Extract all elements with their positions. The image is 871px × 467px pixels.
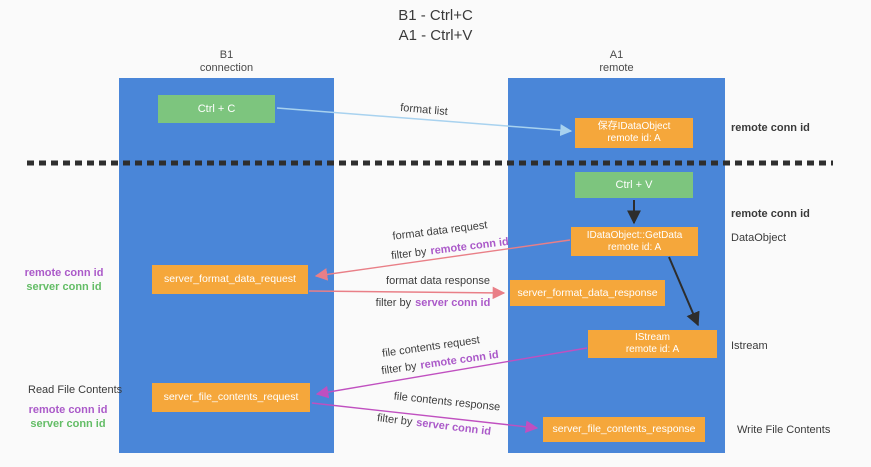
lane-a1-name: A1 xyxy=(609,49,624,61)
right-label-remote-conn-id-mid: remote conn id xyxy=(731,208,810,220)
istream-title: IStream xyxy=(634,332,670,343)
left-label-conn-ids-bottom: remote conn id server conn id xyxy=(23,403,113,431)
node-ctrl-v: Ctrl + V xyxy=(575,172,693,198)
node-server-format-data-request: server_format_data_request xyxy=(152,265,308,294)
diagram-title: B1 - Ctrl+C A1 - Ctrl+V xyxy=(0,6,871,46)
node-server-file-contents-response: server_file_contents_response xyxy=(543,417,705,442)
save-idataobject-title: 保存IDataObject xyxy=(597,121,671,132)
filter-by-text: filter by xyxy=(375,297,412,309)
lane-header-b1: B1 connection xyxy=(119,49,334,75)
node-ctrl-c: Ctrl + C xyxy=(158,95,275,123)
right-label-dataobject: DataObject xyxy=(731,232,787,244)
remote-conn-id-text: remote conn id xyxy=(28,404,108,416)
arrow-format-data-response xyxy=(308,286,506,300)
file-request-label: server_file_contents_request xyxy=(163,391,299,403)
arrow-file-contents-request xyxy=(315,347,588,399)
left-label-read-file-contents: Read File Contents xyxy=(28,384,123,396)
getdata-remote-id: remote id: A xyxy=(607,241,662,253)
node-idataobject-getdata: IDataObject::GetData remote id: A xyxy=(571,227,698,256)
node-server-format-data-response: server_format_data_response xyxy=(510,280,665,306)
right-label-istream: Istream xyxy=(731,340,768,352)
arrow-format-list xyxy=(276,107,573,137)
format-request-label: server_format_data_request xyxy=(164,273,296,285)
edge-label-format-data-response: format data response xyxy=(386,275,490,287)
arrow-format-data-request xyxy=(314,239,571,281)
save-idataobject-remote-id: remote id: A xyxy=(607,133,661,144)
server-conn-id-text: server conn id xyxy=(30,418,106,430)
ctrl-v-label: Ctrl + V xyxy=(615,178,653,191)
left-label-conn-ids-top: remote conn id server conn id xyxy=(19,266,109,294)
arrow-getdata-to-istream xyxy=(668,256,700,327)
node-save-idataobject: 保存IDataObject remote id: A xyxy=(575,118,693,148)
ctrl-c-label: Ctrl + C xyxy=(197,102,236,115)
remote-conn-id-text: remote conn id xyxy=(24,267,104,279)
file-response-label: server_file_contents_response xyxy=(552,423,696,435)
right-label-write-file-contents: Write File Contents xyxy=(737,424,831,436)
lane-header-a1: A1 remote xyxy=(508,49,725,75)
title-line-a1: A1 - Ctrl+V xyxy=(398,27,473,44)
right-label-remote-conn-id-top: remote conn id xyxy=(731,122,810,134)
format-response-label: server_format_data_response xyxy=(517,286,658,299)
title-line-b1: B1 - Ctrl+C xyxy=(398,7,473,24)
server-conn-id-text: server conn id xyxy=(415,297,491,309)
getdata-title: IDataObject::GetData xyxy=(586,229,683,241)
arrow-file-contents-response xyxy=(311,402,539,434)
istream-remote-id: remote id: A xyxy=(625,344,680,355)
node-server-file-contents-request: server_file_contents_request xyxy=(152,383,310,412)
lane-b1-name: B1 xyxy=(219,49,234,61)
lane-b1-role: connection xyxy=(199,62,254,74)
node-istream: IStream remote id: A xyxy=(588,330,717,358)
server-conn-id-text: server conn id xyxy=(26,281,102,293)
lane-a1-role: remote xyxy=(599,62,634,74)
